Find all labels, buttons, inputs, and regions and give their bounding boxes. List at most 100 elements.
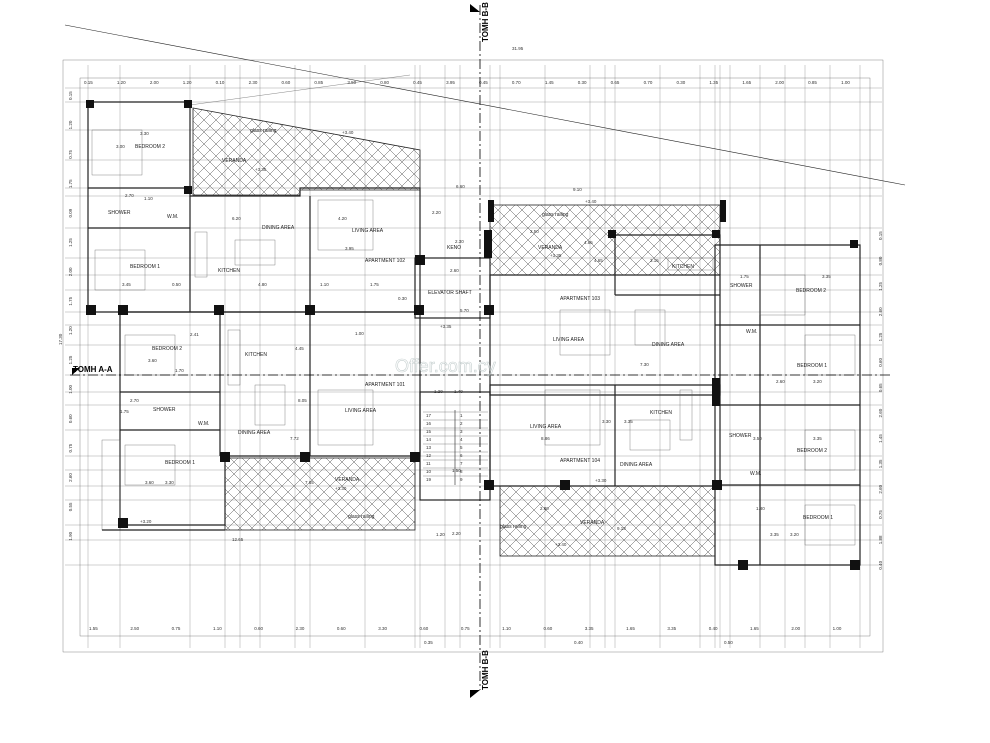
dimension-right: 1.25 <box>878 332 883 341</box>
column-block <box>484 305 494 315</box>
dimension-inner: 2.70 <box>130 398 139 403</box>
level-mark: +3.20 <box>140 519 152 524</box>
dimension-left: 1.75 <box>68 296 73 305</box>
level-mark: +3.35 <box>255 167 267 172</box>
dimension-inner: 2.50 <box>530 229 539 234</box>
column-block <box>305 305 315 315</box>
level-mark: +3.35 <box>440 324 452 329</box>
dimension-inner: 3.00 <box>116 144 125 149</box>
dimension-top: 0.65 <box>611 80 620 85</box>
room-label: glass railing <box>542 212 569 218</box>
veranda-bottom-center <box>499 485 716 557</box>
section-label-bottom: TOMH B-B <box>481 650 490 690</box>
column-block <box>118 518 128 528</box>
room-label: LIVING AREA <box>553 337 585 343</box>
level-markers: +3.40 +3.35 +3.40 +3.35 +3.35 +3.30 +3.3… <box>58 46 607 547</box>
dimension-bottom: 0.60 <box>254 626 263 631</box>
room-label: glass railing <box>500 524 527 530</box>
dimension-inner: 1.70 <box>175 368 184 373</box>
dimension-inner: 1.40 <box>454 389 463 394</box>
dimension-left: 1.20 <box>68 326 73 335</box>
dimension-inner: 0.50 <box>172 282 181 287</box>
dimension-inner: 1.75 <box>120 409 129 414</box>
room-label: glass railing <box>348 514 375 520</box>
room-label: BEDROOM 1 <box>797 363 827 369</box>
dimension-inner: 3.45 <box>122 282 131 287</box>
column-block <box>712 378 720 406</box>
dimension-bottom: 0.75 <box>172 626 181 631</box>
site-boundary-line <box>64 24 906 186</box>
dimension-right: 0.15 <box>878 231 883 240</box>
stair-number: 9 <box>460 477 463 482</box>
dimension-left: 2.60 <box>68 473 73 482</box>
stair-number: 16 <box>426 421 432 426</box>
column-block <box>86 100 94 108</box>
dimension-top: 1.65 <box>742 80 751 85</box>
room-label: VERANDA <box>580 520 605 526</box>
room-label: VERANDA <box>335 477 360 483</box>
dimension-top: 0.30 <box>578 80 587 85</box>
dimension-top: 3.95 <box>446 80 455 85</box>
room-label: SHOWER <box>729 433 752 439</box>
dimension-bottom: 2.00 <box>791 626 800 631</box>
dimension-inner: 4.20 <box>338 216 347 221</box>
dimension-bottom: 1.65 <box>626 626 635 631</box>
watermark: Offer.com.cy <box>395 356 496 376</box>
dimension-inner: 3.60 <box>145 480 154 485</box>
dimension-right: 2.60 <box>878 408 883 417</box>
column-block <box>220 452 230 462</box>
section-markers: TOMH B-B TOMH B-B TOMH A-A <box>70 2 890 698</box>
stair-number: 3 <box>460 429 463 434</box>
dimension-top: 0.10 <box>216 80 225 85</box>
dimension-top: 0.70 <box>644 80 653 85</box>
dimension-inner: 4.45 <box>295 346 304 351</box>
column-block <box>118 305 128 315</box>
dimension-inner: 1.75 <box>740 274 749 279</box>
dimension-bottom-2: 0.50 <box>724 640 733 645</box>
stair-number: 12 <box>426 453 432 458</box>
dimension-inner: 4.80 <box>258 282 267 287</box>
dimension-top: 0.85 <box>314 80 323 85</box>
dimension-left: 1.25 <box>68 355 73 364</box>
dimension-inner: 3.30 <box>602 419 611 424</box>
dimension-left: 1.20 <box>68 120 73 129</box>
dimension-left: 1.00 <box>68 384 73 393</box>
dimension-inner: 3.30 <box>165 480 174 485</box>
level-mark: +3.30 <box>335 486 347 491</box>
stair-number: 8 <box>460 469 463 474</box>
column-block <box>560 480 570 490</box>
room-label: DINING AREA <box>262 225 295 231</box>
dimension-top: 0.85 <box>808 80 817 85</box>
room-label: APARTMENT 103 <box>560 296 600 302</box>
dimension-frame-outer <box>62 59 884 653</box>
columns <box>86 100 860 570</box>
dimension-right: 0.60 <box>878 358 883 367</box>
dimension-bottom-2: 0.35 <box>424 640 433 645</box>
dimension-left: 1.25 <box>68 238 73 247</box>
column-block <box>484 230 492 258</box>
dimension-bottom: 0.75 <box>461 626 470 631</box>
dimension-inner: 2.60 <box>776 379 785 384</box>
stair-number: 5 <box>460 445 463 450</box>
veranda-bottom-left <box>224 457 416 531</box>
dimension-bottom: 2.50 <box>130 626 139 631</box>
room-label: SHOWER <box>108 210 131 216</box>
dimension-inner: 7.65 <box>305 480 314 485</box>
dimension-inner: 9.10 <box>573 187 582 192</box>
dimension-top: 1.20 <box>117 80 126 85</box>
dimension-left: 0.15 <box>68 91 73 100</box>
room-label: KITCHEN <box>650 410 672 416</box>
column-block <box>214 305 224 315</box>
column-block <box>712 230 720 238</box>
dimension-right: 1.35 <box>878 459 883 468</box>
dimension-right: 1.45 <box>878 434 883 443</box>
veranda-top-center <box>489 204 721 276</box>
room-label: DINING AREA <box>652 342 685 348</box>
stair-number: 19 <box>426 477 432 482</box>
room-label: SHOWER <box>153 407 176 413</box>
dimension-top: 0.30 <box>677 80 686 85</box>
room-label: LIVING AREA <box>352 228 384 234</box>
dimension-inner: 2.41 <box>190 332 199 337</box>
dimension-top: 1.20 <box>183 80 192 85</box>
